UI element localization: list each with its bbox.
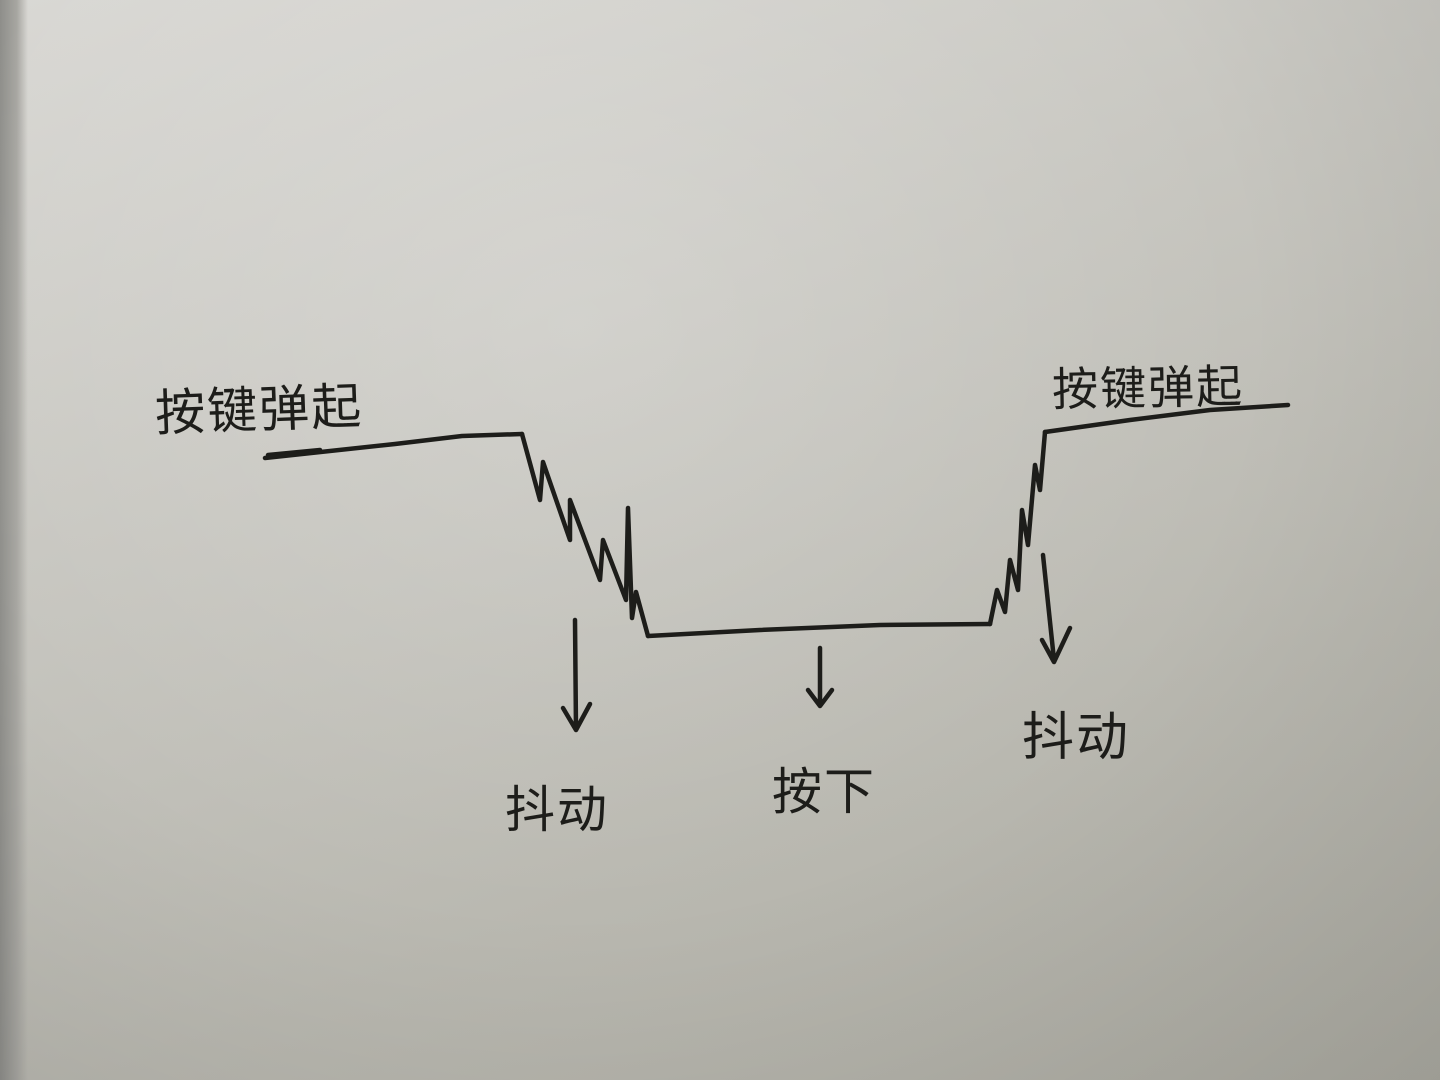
waveform-high-left — [262, 431, 525, 461]
bounce-rising-edge — [987, 429, 1048, 627]
label-bounce-right: 抖动 — [1022, 708, 1131, 768]
waveform-high-right — [1042, 402, 1291, 435]
paper-edge-shadow — [0, 0, 28, 1080]
label-key-release-right: 按键弹起 — [1051, 359, 1245, 417]
arrow-bounce-left — [560, 617, 593, 733]
waveform-low — [645, 621, 993, 639]
arrow-bounce-right — [1039, 552, 1073, 665]
label-bounce-left: 抖动 — [505, 781, 609, 839]
arrow-pressed — [805, 645, 835, 709]
label-key-release-left: 按键弹起 — [154, 377, 365, 443]
bounce-falling-edge — [519, 431, 651, 639]
label-pressed: 按下 — [772, 763, 876, 821]
